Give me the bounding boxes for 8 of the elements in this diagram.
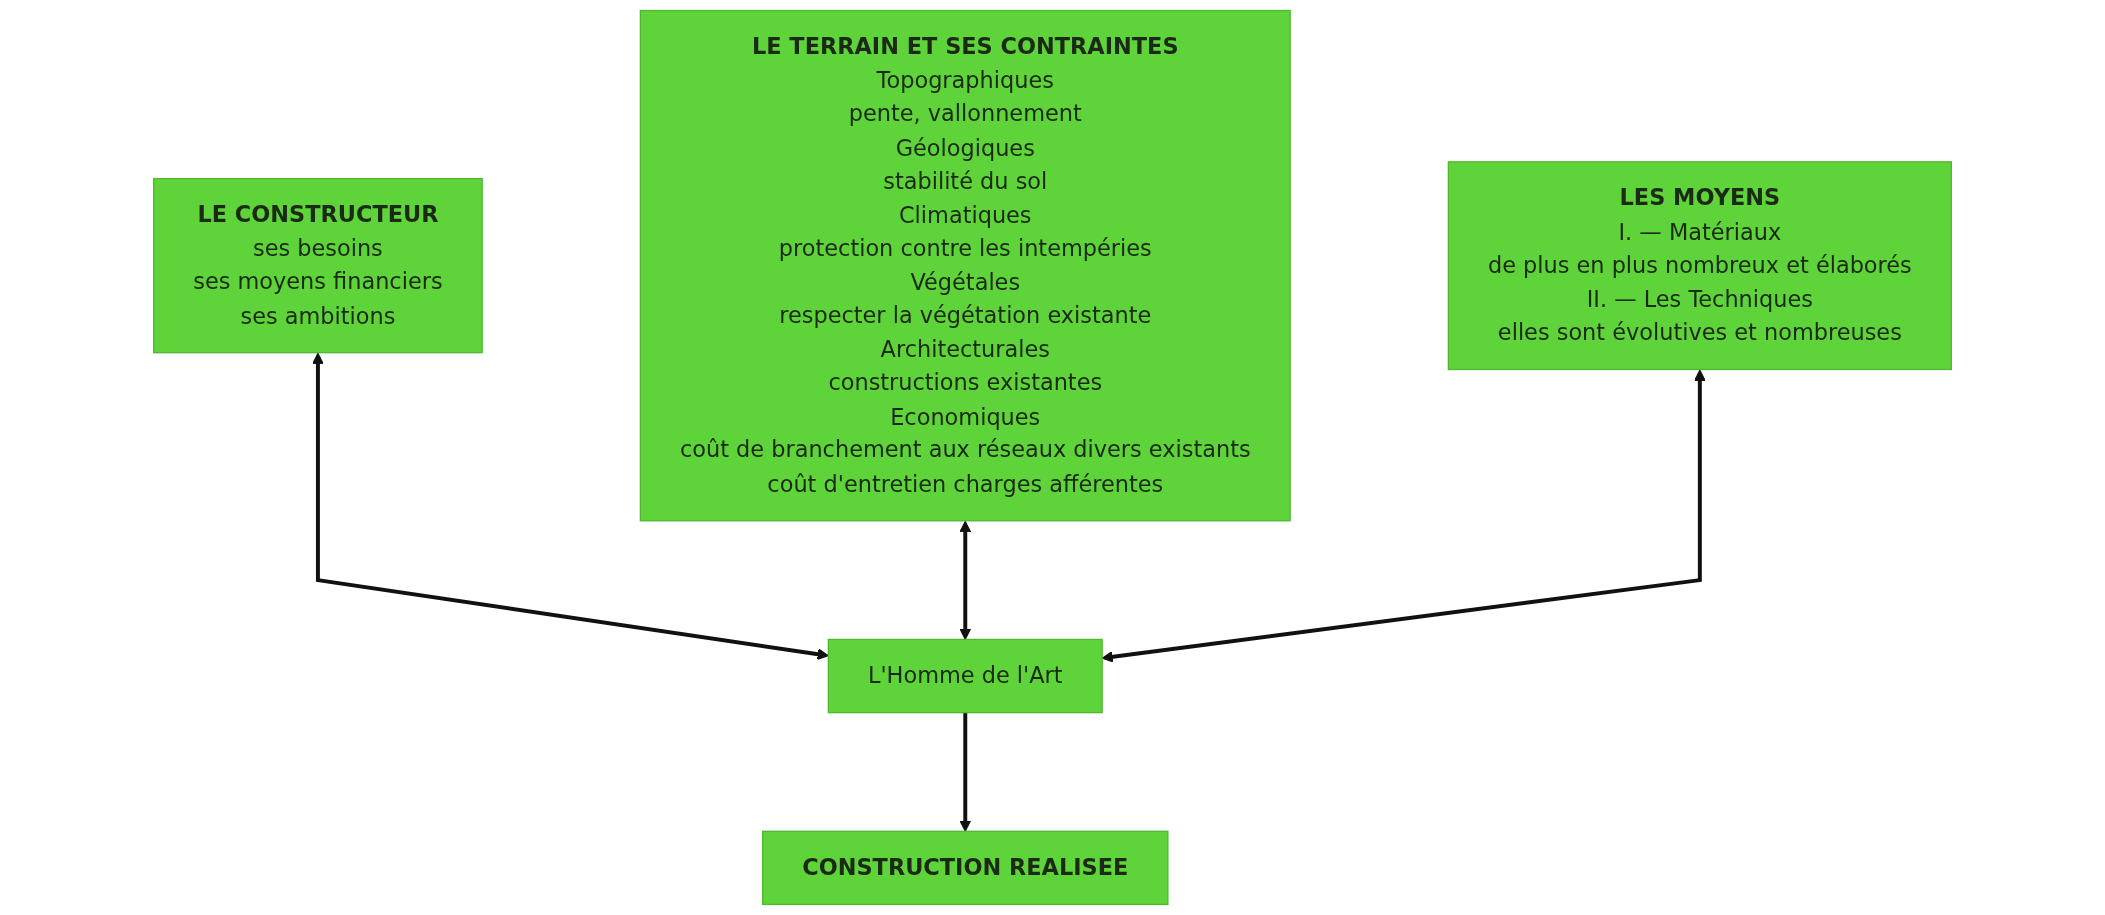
arrow [312, 352, 829, 660]
node-box: LE CONSTRUCTEUR ses besoins ses moyens financiers ses ambitions [153, 178, 483, 354]
arrow [959, 712, 972, 832]
arrow [959, 520, 972, 640]
node-box: L'Homme de l'Art [827, 638, 1103, 714]
node-box: LES MOYENS I. — Matériaux de plus en plus nombreux et élaborés II. — Les Techniques elles sont évolutives et nombreuses [1447, 161, 1952, 371]
node-box: LE TERRAIN ET SES CONTRAINTES Topographiques pente, vallonnement Géologiques stabilité du sol Climatiques protection contre les intempéries Végétales respecter la végétation existante Architecturales constructions existantes Economiques coût de branchement aux réseaux divers existants coût d'entretien charges afférentes [639, 9, 1291, 522]
node-box: CONSTRUCTION REALISEE [762, 830, 1169, 906]
